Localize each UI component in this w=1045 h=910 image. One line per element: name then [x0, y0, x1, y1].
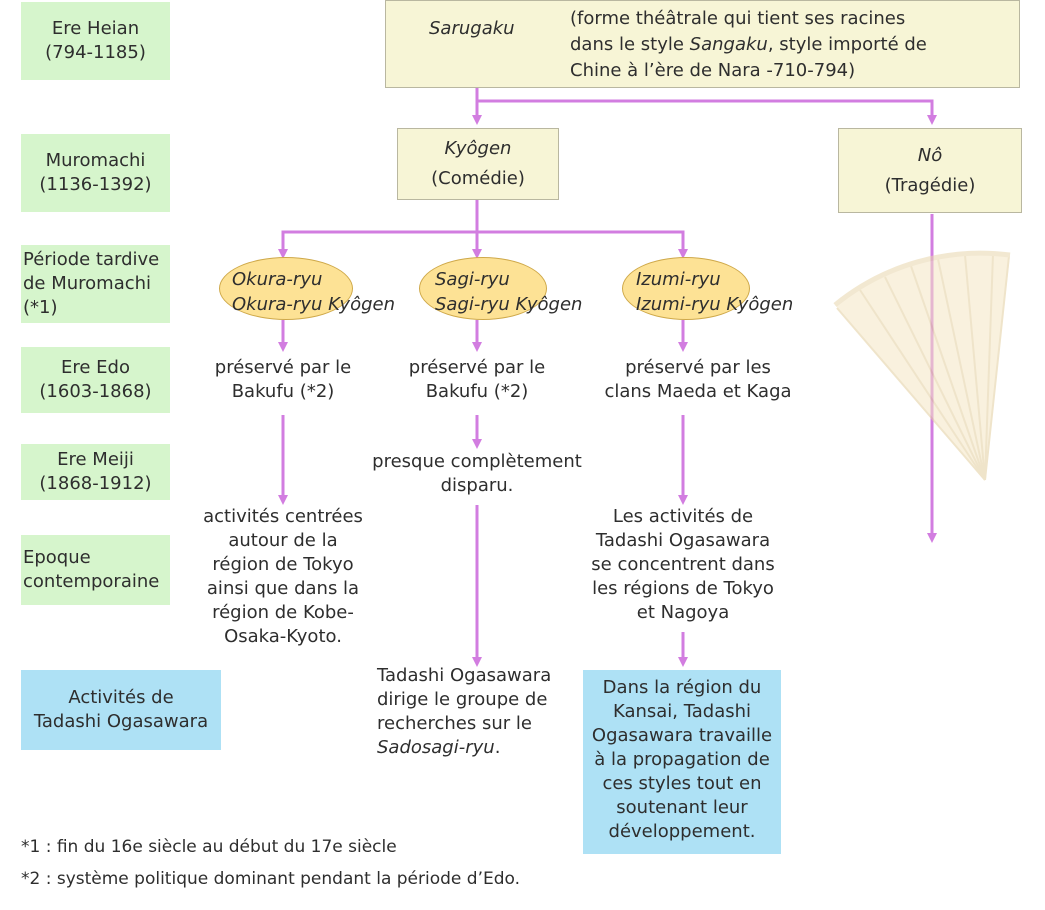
text-line: Tadashi Ogasawara: [377, 665, 552, 686]
text-line: préservé par les: [625, 357, 771, 378]
era-muromachi: Muromachi (1136-1392): [21, 134, 170, 212]
text-line: se concentrent dans: [591, 554, 775, 575]
era-name: Ere Meiji: [57, 449, 134, 470]
era-name: Ere Edo: [61, 357, 130, 378]
text-line: ainsi que dans la: [206, 578, 360, 599]
arrow-sarugaku-no: [477, 99, 937, 125]
text-line: clans Maeda et Kaga: [604, 381, 792, 402]
izumi-edo-text: préservé par les clans Maeda et Kaga: [593, 356, 803, 404]
description-text: , style importé de: [767, 34, 927, 55]
izumi-ogasawara-box: Dans la région du Kansai, Tadashi Ogasaw…: [583, 670, 781, 854]
era-ogasawara-activities: Activités de Tadashi Ogasawara: [21, 670, 221, 750]
school-name: Sagi-ryu: [435, 269, 510, 290]
text-line: Dans la région du: [602, 677, 762, 698]
school-full-name: Sagi-ryu Kyôgen: [435, 294, 583, 315]
no-title: Nô: [917, 144, 943, 166]
description-text: dans le style: [570, 34, 690, 55]
era-meiji: Ere Meiji (1868-1912): [21, 444, 170, 500]
text-line: presque complètement: [372, 451, 582, 472]
footnote-2: *2 : système politique dominant pendant …: [21, 869, 521, 889]
era-name: contemporaine: [23, 571, 160, 592]
sarugaku-box: Sarugaku (forme théâtrale qui tient ses …: [385, 0, 1020, 88]
text-line: à la propagation de: [594, 749, 770, 770]
text-line: Bakufu (*2): [425, 381, 529, 402]
text-line: soutenant leur: [616, 797, 748, 818]
text-line: ces styles tout en: [602, 773, 762, 794]
school-sagi: [419, 257, 547, 320]
okura-contemporary-text: activités centrées autour de la région d…: [183, 505, 383, 649]
no-box: Nô (Tragédie): [838, 128, 1022, 213]
text-line: dirige le groupe de: [377, 689, 548, 710]
arrow-kyogen-okura: [278, 230, 477, 259]
sagi-ogasawara-text: Tadashi Ogasawara dirige le groupe de re…: [377, 664, 551, 760]
school-name: Izumi-ryu: [636, 269, 721, 290]
sagi-edo-text: préservé par le Bakufu (*2): [387, 356, 567, 404]
text-line: activités centrées: [203, 506, 363, 527]
text-line: région de Tokyo: [212, 554, 354, 575]
school-okura: [219, 257, 353, 320]
description-line: Chine à l’ère de Nara -710-794): [570, 60, 856, 81]
kyogen-box: Kyôgen (Comédie): [397, 128, 559, 200]
text-line: recherches sur le: [377, 713, 532, 734]
izumi-contemporary-text: Les activités de Tadashi Ogasawara se co…: [573, 505, 793, 625]
era-years: (794-1185): [45, 42, 146, 63]
era-name: Activités de: [68, 687, 174, 708]
era-years: (1868-1912): [39, 473, 152, 494]
text-line: développement.: [608, 821, 756, 842]
description-italic: Sangaku: [689, 34, 768, 55]
no-subtitle: (Tragédie): [884, 174, 976, 196]
era-years: (1136-1392): [39, 174, 152, 195]
text-line: Osaka-Kyoto.: [224, 626, 342, 647]
text-line: et Nagoya: [636, 602, 730, 623]
text-line: Tadashi Ogasawara: [595, 530, 771, 551]
sarugaku-description: (forme théâtrale qui tient ses racines d…: [570, 6, 927, 84]
text: .: [494, 737, 501, 758]
era-name: Période tardive: [23, 249, 160, 270]
school-full-name: Okura-ryu Kyôgen: [232, 294, 396, 315]
school-full-name: Izumi-ryu Kyôgen: [636, 294, 794, 315]
footnote-1: *1 : fin du 16e siècle au début du 17e s…: [21, 837, 397, 857]
text-line: Les activités de: [612, 506, 754, 527]
italic-text: Sadosagi-ryu: [377, 737, 495, 758]
text-line: les régions de Tokyo: [592, 578, 774, 599]
text-line: préservé par le: [408, 357, 546, 378]
text-line: préservé par le: [214, 357, 352, 378]
folding-fan-icon: [833, 250, 1011, 481]
text-line: Ogasawara travaille: [591, 725, 773, 746]
sarugaku-title: Sarugaku: [429, 18, 515, 39]
school-okura-label: Okura-ryu Okura-ryu Kyôgen: [232, 267, 395, 317]
text-line: disparu.: [440, 475, 514, 496]
school-sagi-label: Sagi-ryu Sagi-ryu Kyôgen: [435, 267, 582, 317]
text-line: Kansai, Tadashi: [612, 701, 752, 722]
kyogen-title: Kyôgen: [444, 138, 512, 159]
text-line: autour de la: [228, 530, 338, 551]
school-name: Okura-ryu: [232, 269, 323, 290]
okura-edo-text: préservé par le Bakufu (*2): [193, 356, 373, 404]
era-name: de Muromachi: [23, 273, 152, 294]
description-line: (forme théâtrale qui tient ses racines: [570, 8, 906, 29]
text-line: région de Kobe-: [212, 602, 354, 623]
era-edo: Ere Edo (1603-1868): [21, 347, 170, 413]
era-name: Epoque: [23, 547, 91, 568]
school-izumi: [622, 257, 750, 320]
era-contemporary: Epoque contemporaine: [21, 535, 170, 605]
school-izumi-label: Izumi-ryu Izumi-ryu Kyôgen: [636, 267, 793, 317]
era-name: Muromachi: [45, 150, 146, 171]
era-late-muromachi: Période tardive de Muromachi (*1): [21, 245, 170, 323]
era-heian: Ere Heian (794-1185): [21, 2, 170, 80]
era-name: Tadashi Ogasawara: [33, 711, 209, 732]
era-footnote-ref: (*1): [23, 297, 58, 318]
era-name: Ere Heian: [51, 18, 140, 39]
text-line: Sadosagi-ryu.: [377, 736, 551, 760]
text-line: Bakufu (*2): [231, 381, 335, 402]
era-years: (1603-1868): [39, 381, 152, 402]
arrow-kyogen-izumi: [477, 230, 688, 259]
description-line: dans le style Sangaku, style importé de: [570, 32, 927, 58]
sagi-meiji-text: presque complètement disparu.: [357, 450, 597, 498]
kyogen-subtitle: (Comédie): [431, 168, 525, 189]
